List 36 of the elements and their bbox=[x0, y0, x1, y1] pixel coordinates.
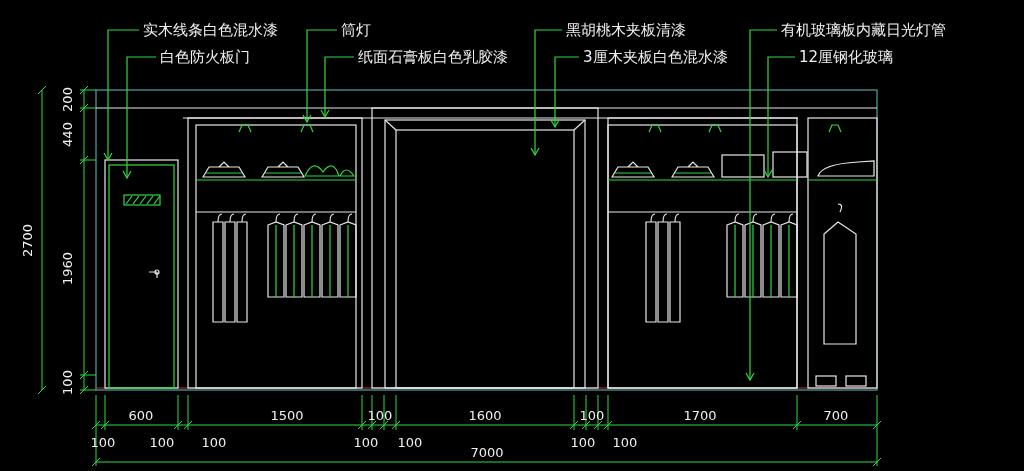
leader-line bbox=[550, 56, 580, 128]
dimension-text: 600 bbox=[128, 407, 154, 423]
dimension-text: 100 bbox=[90, 434, 116, 450]
callout-label: 实木线条白色混水漆 bbox=[143, 21, 278, 39]
leader-line bbox=[530, 29, 563, 156]
dimension-text: 1500 bbox=[270, 407, 304, 423]
callout-label: 12厘钢化玻璃 bbox=[799, 48, 894, 66]
dimension-text: 1600 bbox=[468, 407, 502, 423]
leader-line bbox=[103, 29, 140, 161]
leader-line bbox=[122, 56, 157, 179]
callout-label: 纸面石膏板白色乳胶漆 bbox=[358, 48, 508, 66]
dimension-text: 100 bbox=[397, 434, 423, 450]
callout-label: 筒灯 bbox=[341, 21, 371, 39]
dimension-text: 440 bbox=[59, 121, 75, 147]
dimension-text: 2700 bbox=[19, 223, 35, 257]
callout-label: 3厘木夹板白色混水漆 bbox=[583, 48, 728, 66]
dimension-text: 100 bbox=[612, 434, 638, 450]
dimension-text: 100 bbox=[149, 434, 175, 450]
callout-label: 白色防火板门 bbox=[160, 48, 250, 66]
leader-line bbox=[320, 56, 355, 118]
dimension-text: 200 bbox=[59, 86, 75, 112]
dimension-text: 100 bbox=[59, 369, 75, 395]
leader-line bbox=[745, 29, 778, 381]
dimension-text: 100 bbox=[201, 434, 227, 450]
dimension-text: 100 bbox=[367, 407, 393, 423]
dimension-text: 1960 bbox=[59, 251, 75, 285]
leader-line bbox=[763, 56, 796, 178]
callout-label: 有机玻璃板内藏日光灯管 bbox=[781, 21, 946, 39]
dimension-text: 100 bbox=[570, 434, 596, 450]
leader-line bbox=[302, 29, 338, 123]
dimension-text: 1700 bbox=[683, 407, 717, 423]
dimension-text: 7000 bbox=[470, 444, 504, 460]
dimension-text: 100 bbox=[353, 434, 379, 450]
dimension-text: 100 bbox=[579, 407, 605, 423]
dimension-text: 700 bbox=[823, 407, 849, 423]
callout-label: 黑胡桃木夹板清漆 bbox=[566, 21, 686, 39]
